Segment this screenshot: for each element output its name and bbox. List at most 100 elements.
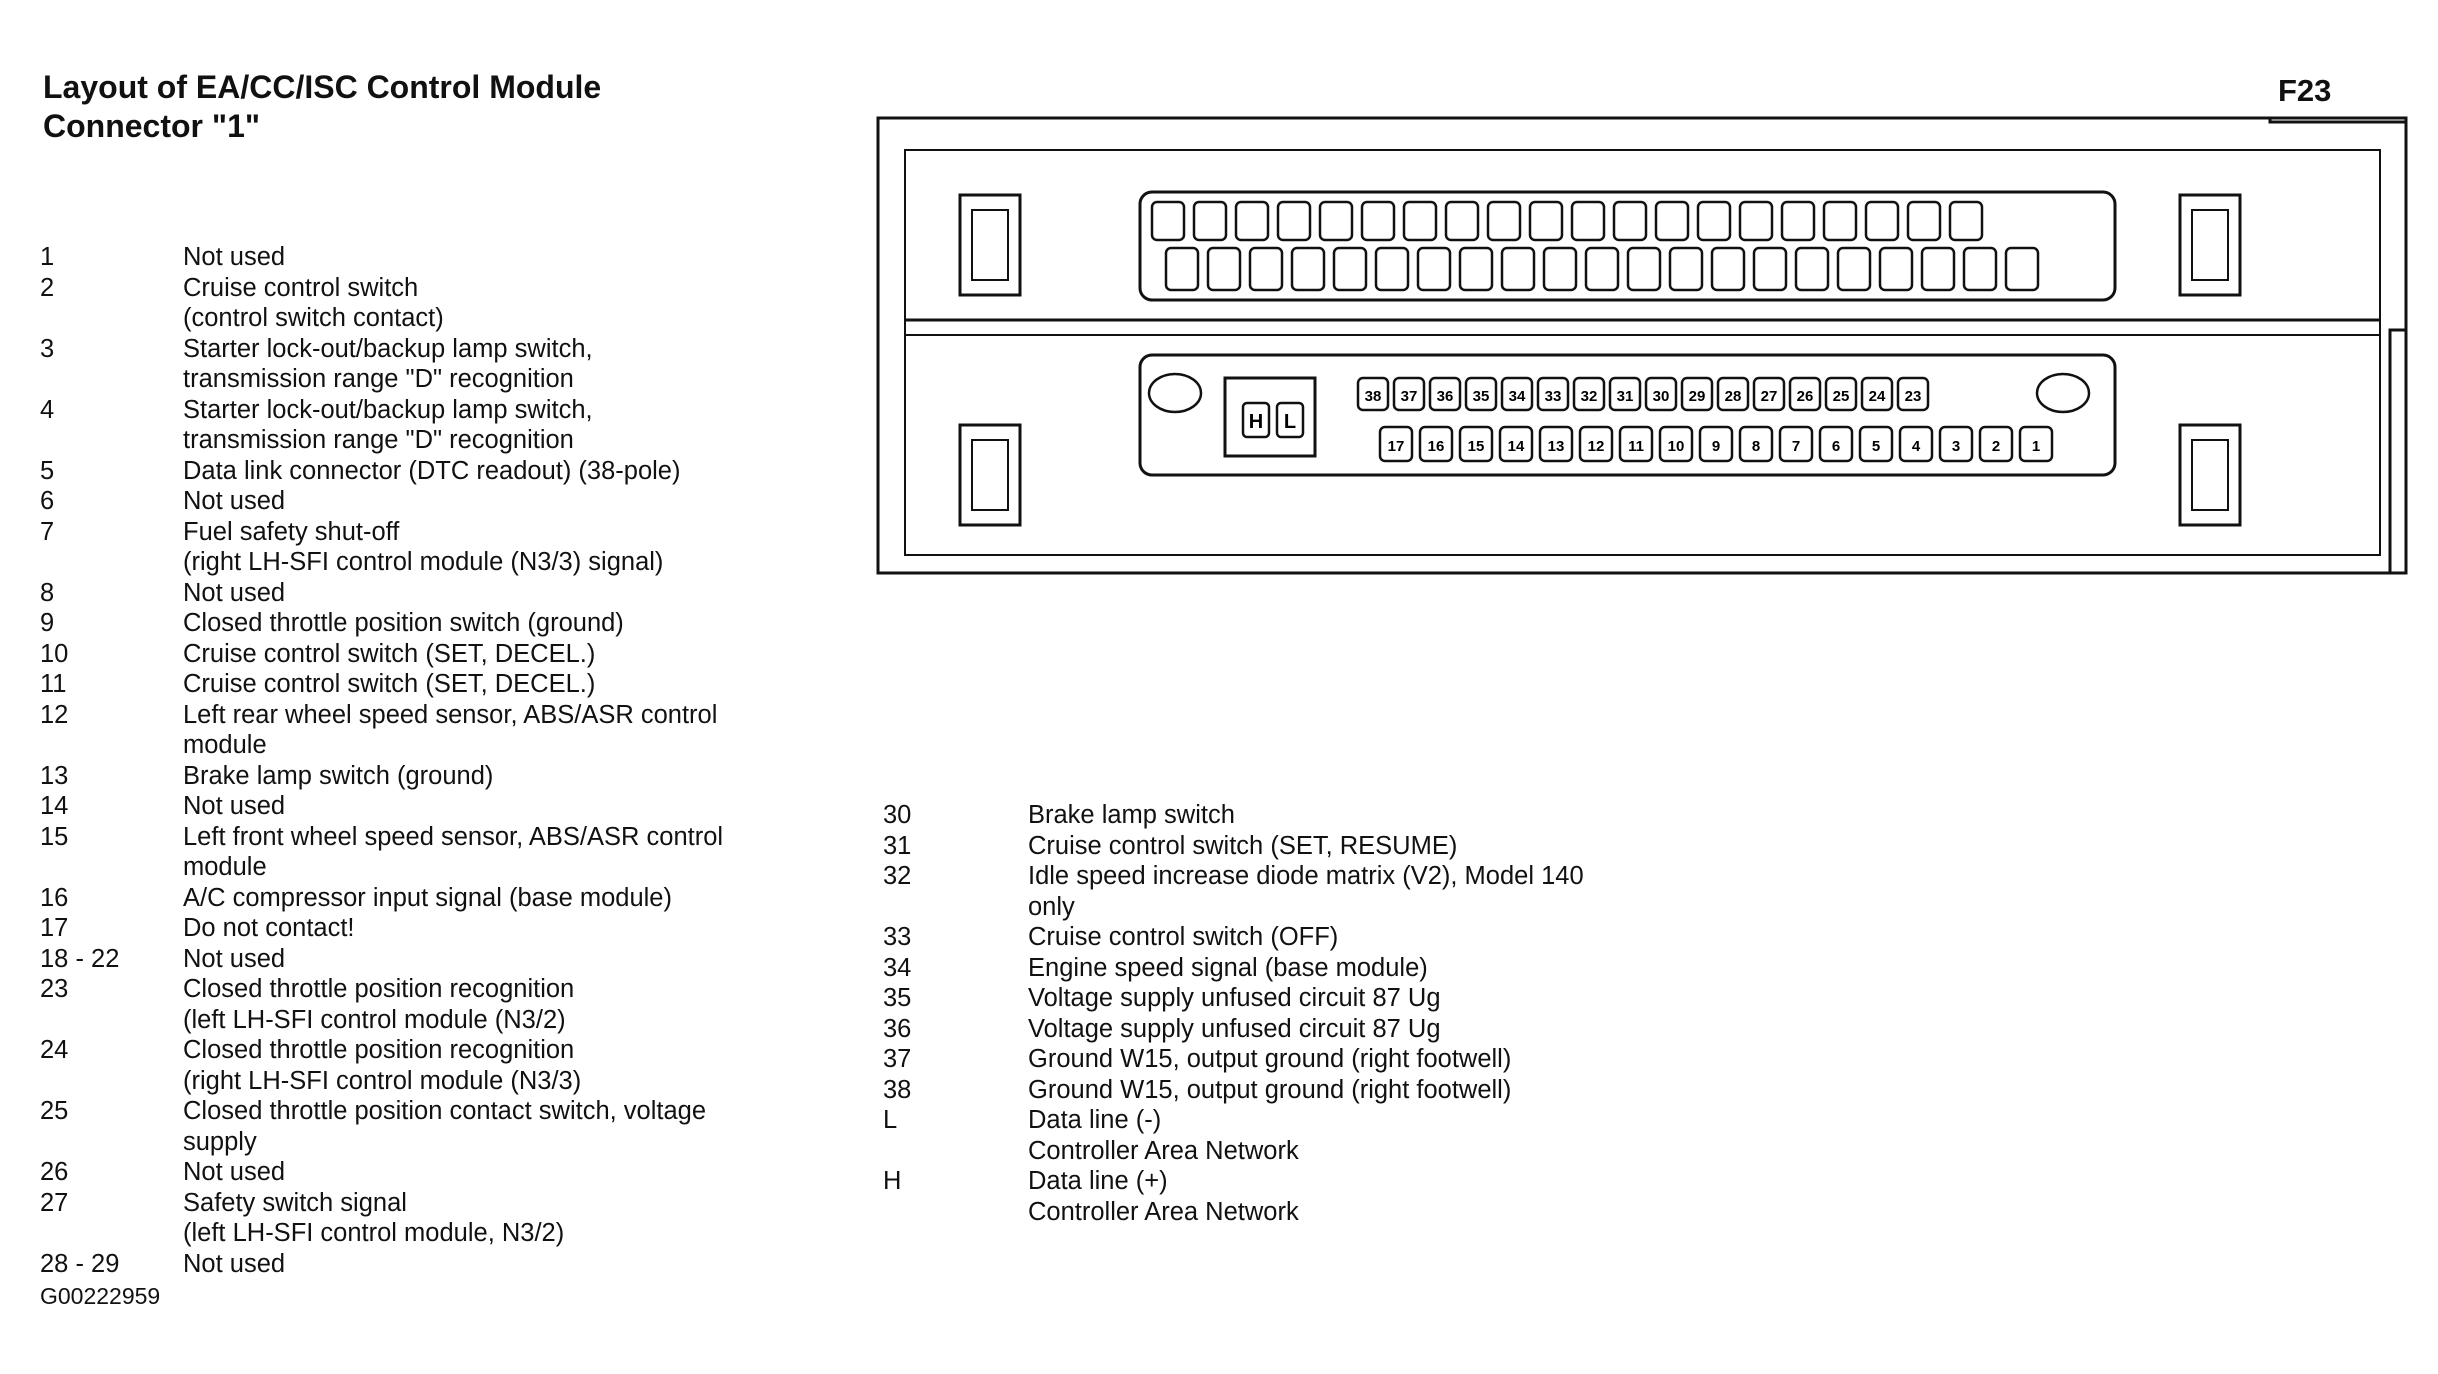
pin-description-line: Not used [183,1158,286,1186]
terminal-cavity [1906,200,1942,242]
terminal-number: 5 [1872,438,1880,455]
pin-number: 9 [40,609,55,637]
pin-description-line: Cruise control switch (SET, DECEL.) [183,639,596,668]
pin-description-line: module [183,853,267,881]
pin-description: Closed throttle position recognition(lef… [183,974,723,1035]
terminal-17 [1378,425,1414,463]
terminal-number: 23 [1905,388,1922,405]
pin-description: Idle speed increase diode matrix (V2), M… [1028,861,1584,922]
coding-hole [1147,372,1203,414]
pin-description: Fuel safety shut-off(right LH-SFI contro… [183,517,723,578]
latch [958,193,1022,297]
title-line-1: Layout of EA/CC/ISC Control Module [43,69,602,105]
terminal-cavity [1626,246,1662,292]
pin-description: Cruise control switch (SET, DECEL.) [183,639,723,670]
terminal-cavity [1738,200,1774,242]
pin-number: 27 [40,1188,69,1217]
pin-number: 12 [40,700,69,729]
terminal-cavity [1500,246,1536,292]
pin-description-line: Closed throttle position recognition [183,1036,575,1064]
terminal-cavity [1290,246,1326,292]
latch-slot [971,439,1009,511]
pin-description: Starter lock-out/backup lamp switch,tran… [183,334,723,395]
terminal-cavity [1570,200,1606,242]
terminal-cavity [1402,200,1438,242]
terminal-number: 9 [1712,438,1720,455]
pin-number: 32 [883,862,912,890]
terminal-cavity [1360,200,1396,242]
pin-description-line: Safety switch signal [183,1188,407,1217]
pin-number: 31 [883,831,912,860]
terminal-26 [1788,376,1822,412]
terminal-30 [1644,376,1678,412]
title-line-2: Connector "1" [43,108,261,144]
terminal-7 [1778,425,1814,463]
terminal-number: 2 [1992,438,2000,455]
pin-description: Brake lamp switch [1028,800,1584,831]
terminal-cavity [1374,246,1410,292]
pin-number: 37 [883,1045,912,1073]
terminal-38 [1356,376,1390,412]
pin-number: 13 [40,761,69,790]
terminal-number: 17 [1388,438,1405,455]
terminal-1 [2018,425,2054,463]
pin-number: 33 [883,923,912,951]
terminal-number: 16 [1428,438,1445,455]
terminal-number: 38 [1365,388,1382,405]
terminal-number: 10 [1668,438,1685,455]
terminal-number: 12 [1588,438,1605,455]
pin-description-line: Not used [183,1249,286,1278]
housing-right-step [2268,118,2408,573]
pin-number: 10 [40,639,69,668]
pin-number: 26 [40,1158,69,1186]
pin-description-line: Data line (-) [1028,1106,1162,1134]
pin-number: 5 [40,456,55,485]
pin-description-line: Controller Area Network [1028,1136,1299,1165]
terminal-34 [1500,376,1534,412]
pin-description: Voltage supply unfused circuit 87 Ug [1028,983,1584,1014]
terminal-14 [1498,425,1534,463]
pin-number: 1 [40,243,55,271]
pin-description-line: Starter lock-out/backup lamp switch, [183,395,593,424]
pin-description-line: Do not contact! [183,914,355,942]
terminal-cavity [1318,200,1354,242]
pin-description-line: (left LH-SFI control module (N3/2) [183,1005,566,1034]
terminal-16 [1418,425,1454,463]
pin-number: L [883,1106,898,1134]
terminal-number: 27 [1761,388,1778,405]
terminal-cavity [1584,246,1620,292]
latch [2178,193,2242,297]
upper-terminal-block [1138,190,2117,302]
pin-description-line: Fuel safety shut-off [183,517,400,546]
pin-number: 4 [40,395,55,424]
terminal-number: 3 [1952,438,1960,455]
pin-row: 32 Idle speed increase diode matrix (V2),… [883,861,1584,922]
pin-description: Data line (-)Controller Area Network [1028,1105,1584,1166]
terminal-number: 15 [1468,438,1485,455]
pin-row: 14 Not used [40,791,723,822]
pin-row: 26 Not used [40,1157,723,1188]
terminal-cavity [1794,246,1830,292]
terminal-number: 33 [1545,388,1562,405]
pin-description: Not used [183,791,723,822]
terminal-32 [1572,376,1606,412]
pin-description: Ground W15, output ground (right footwel… [1028,1075,1584,1106]
pin-description-line: Left rear wheel speed sensor, ABS/ASR co… [183,700,718,729]
pin-description-line: Not used [183,578,286,607]
terminal-number: 30 [1653,388,1670,405]
terminal-36 [1428,376,1462,412]
terminal-25 [1824,376,1858,412]
pin-number: 14 [40,792,69,820]
pin-description-line: Closed throttle position contact switch,… [183,1097,707,1125]
pin-description-line: Not used [183,487,286,515]
